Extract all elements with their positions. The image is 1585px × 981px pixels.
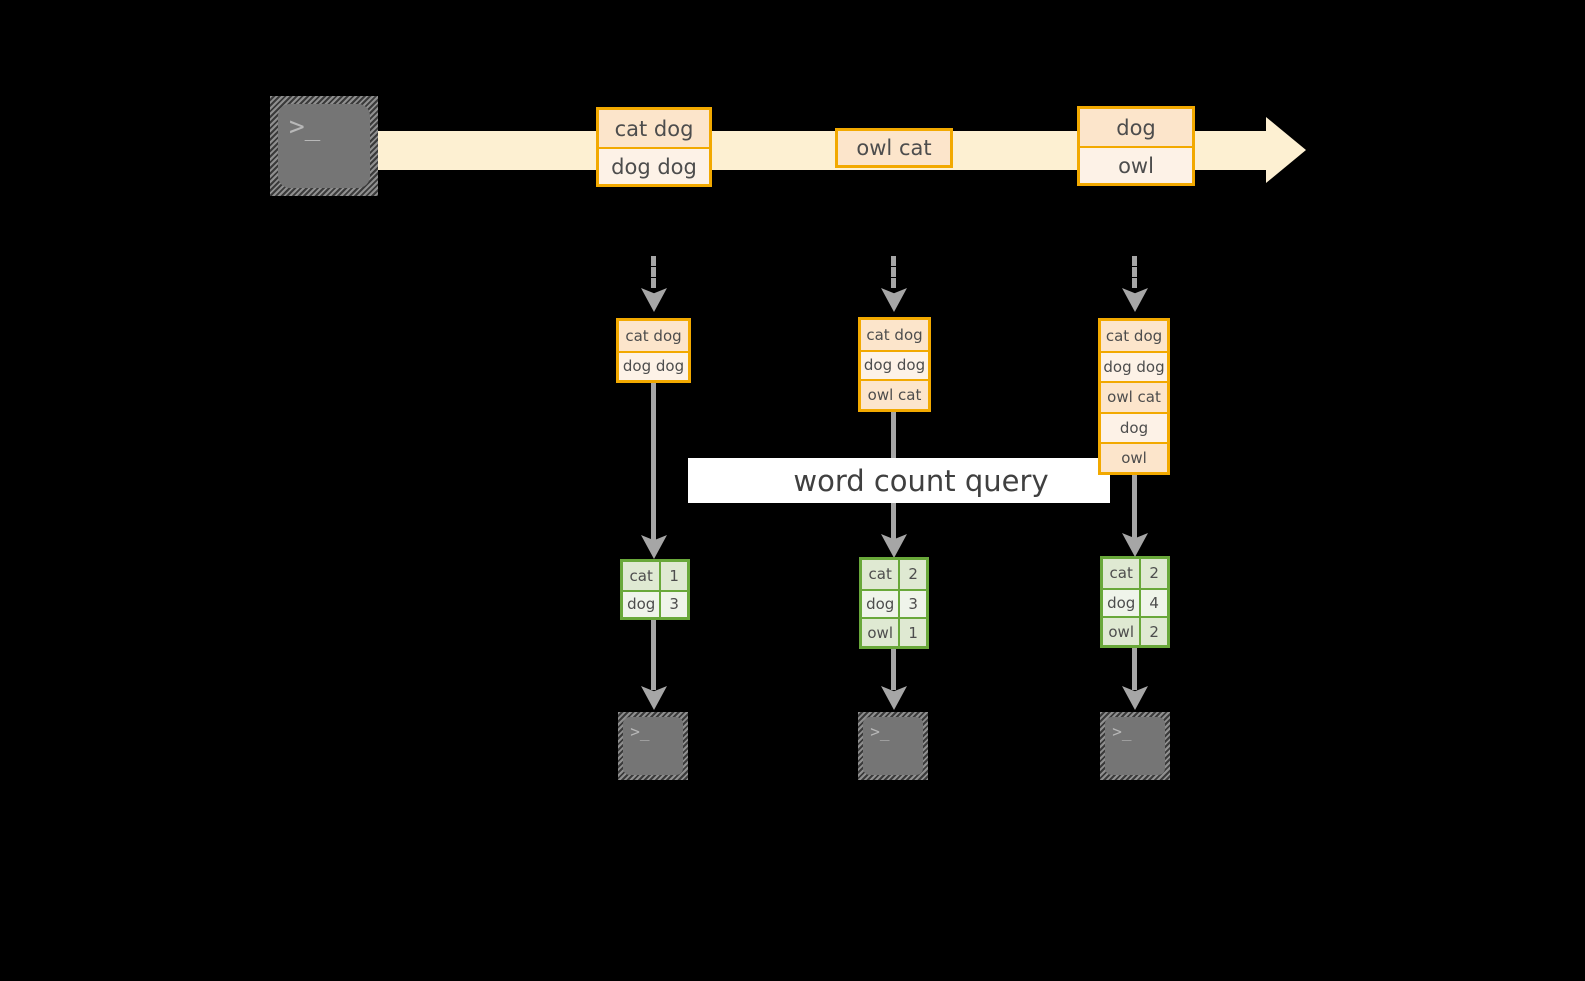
snapshot-2-sink-terminal-icon[interactable]: >_	[858, 712, 928, 780]
result-word-cell: cat	[862, 560, 901, 589]
table-row: owl 1	[862, 617, 926, 646]
result-count-cell: 1	[661, 562, 687, 590]
snapshot-3-input-line: dog dog	[1101, 351, 1167, 382]
result-count-cell: 2	[900, 560, 926, 589]
snapshot-1-tap-dashed	[651, 256, 656, 288]
terminal-prompt-label: >_	[630, 721, 650, 741]
result-word-cell: dog	[862, 590, 901, 618]
table-row: dog 4	[1103, 587, 1167, 617]
result-word-cell: cat	[623, 562, 662, 590]
query-label-text: word count query	[793, 463, 1049, 498]
snapshot-2-tap-arrowhead-icon	[881, 288, 907, 312]
result-word-cell: dog	[1103, 589, 1142, 617]
snapshot-3-input-stack[interactable]: cat dog dog dog owl cat dog owl	[1098, 318, 1170, 475]
snapshot-1-tap-arrowhead-icon	[641, 288, 667, 312]
result-count-cell: 2	[1141, 559, 1167, 588]
snapshot-1-sink-terminal-icon[interactable]: >_	[618, 712, 688, 780]
snapshot-1-input-line: dog dog	[619, 350, 688, 380]
terminal-screen: >_	[623, 717, 683, 775]
snapshot-3-result-table[interactable]: cat 2 dog 4 owl 2	[1100, 556, 1170, 648]
table-row: cat 2	[1103, 559, 1167, 588]
snapshot-1-input-line: cat dog	[619, 321, 688, 351]
stream-record-line: dog dog	[599, 147, 709, 184]
snapshot-1-result-table[interactable]: cat 1 dog 3	[620, 559, 690, 620]
snapshot-2-result-table[interactable]: cat 2 dog 3 owl 1	[859, 557, 929, 649]
stream-record-1[interactable]: cat dog dog dog	[596, 107, 712, 187]
terminal-prompt-label: >_	[870, 721, 890, 741]
snapshot-2-input-line: dog dog	[861, 349, 928, 380]
stream-record-2[interactable]: owl cat	[835, 128, 953, 168]
snapshot-3-query-line	[1132, 475, 1137, 540]
snapshot-3-sink-terminal-icon[interactable]: >_	[1100, 712, 1170, 780]
snapshot-1-query-line	[651, 383, 656, 541]
snapshot-3-tap-dashed	[1132, 256, 1137, 288]
snapshot-2-input-line: cat dog	[861, 320, 928, 350]
table-row: dog 3	[623, 589, 687, 617]
terminal-prompt-label: >_	[1112, 721, 1132, 741]
result-count-cell: 3	[661, 591, 687, 617]
result-word-cell: dog	[623, 591, 662, 617]
snapshot-2-input-line: owl cat	[861, 379, 928, 409]
snapshot-1-sink-line	[651, 620, 656, 690]
snapshot-1-input-stack[interactable]: cat dog dog dog	[616, 318, 691, 383]
source-terminal-icon[interactable]: >_	[270, 96, 378, 196]
stream-arrowhead-icon	[1266, 117, 1306, 183]
result-word-cell: cat	[1103, 559, 1142, 588]
result-word-cell: owl	[1103, 618, 1142, 645]
query-label-band: word count query	[688, 458, 1110, 503]
stream-record-line: owl	[1080, 146, 1192, 183]
snapshot-3-input-line: owl	[1101, 441, 1167, 472]
snapshot-2-input-stack[interactable]: cat dog dog dog owl cat	[858, 317, 931, 412]
stream-record-line: dog	[1080, 109, 1192, 146]
snapshot-3-input-line: owl cat	[1101, 381, 1167, 412]
stream-record-line: owl cat	[838, 131, 950, 165]
snapshot-3-input-line: dog	[1101, 411, 1167, 442]
stream-record-3[interactable]: dog owl	[1077, 106, 1195, 186]
result-count-cell: 1	[900, 619, 926, 646]
snapshot-2-tap-dashed	[891, 256, 896, 288]
result-count-cell: 2	[1141, 618, 1167, 645]
snapshot-3-tap-arrowhead-icon	[1122, 288, 1148, 312]
table-row: cat 2	[862, 560, 926, 589]
terminal-screen: >_	[863, 717, 923, 775]
snapshot-3-input-line: cat dog	[1101, 321, 1167, 352]
terminal-screen: >_	[1105, 717, 1165, 775]
result-count-cell: 4	[1141, 589, 1167, 617]
snapshot-2-sink-line	[891, 649, 896, 690]
result-count-cell: 3	[900, 590, 926, 618]
stream-record-line: cat dog	[599, 110, 709, 147]
table-row: cat 1	[623, 562, 687, 590]
result-word-cell: owl	[862, 619, 901, 646]
terminal-screen: >_	[278, 104, 370, 188]
table-row: owl 2	[1103, 616, 1167, 645]
terminal-prompt-label: >_	[289, 112, 321, 143]
snapshot-3-sink-line	[1132, 648, 1137, 690]
table-row: dog 3	[862, 588, 926, 618]
